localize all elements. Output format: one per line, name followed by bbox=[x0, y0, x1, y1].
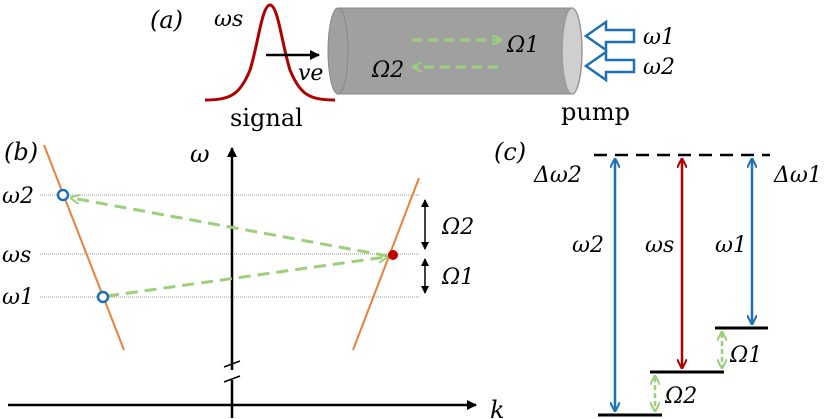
pump-cylinder-face bbox=[561, 7, 583, 95]
signal-velocity-label: ve bbox=[298, 61, 323, 86]
pump-omega1-arrow bbox=[583, 19, 636, 53]
axis-break-mark-lower bbox=[223, 375, 241, 383]
panel-b-label: (b) bbox=[4, 138, 38, 166]
delta-omega1-label: Δω1 bbox=[773, 163, 822, 188]
signal-frequency-label: ωs bbox=[214, 7, 243, 32]
transition-arrow-to-omega2 bbox=[72, 198, 389, 258]
panel-b: (b) k ω ω2 ωs ω1 Ω2 Ω1 bbox=[2, 138, 505, 419]
c-Omega1-label: Ω1 bbox=[729, 343, 762, 368]
pump-Omega1-label: Ω1 bbox=[506, 33, 539, 58]
c-Omega2-label: Ω2 bbox=[664, 384, 697, 409]
c-omega1-label: ω1 bbox=[715, 233, 747, 258]
axis-break-mark-upper bbox=[223, 360, 241, 368]
panel-a: (a) ωs ve signal Ω1 Ω2 ω1 ω2 pump bbox=[150, 3, 675, 132]
panel-a-label: (a) bbox=[150, 6, 183, 34]
Omega2-span-label: Ω2 bbox=[441, 215, 474, 240]
omega1-point bbox=[96, 290, 110, 304]
pump-Omega2-label: Ω2 bbox=[371, 58, 404, 83]
panel-c-label: (c) bbox=[494, 138, 526, 166]
panel-c: (c) Δω2 Δω1 ω2 ωs ω1 Ω1 Ω2 bbox=[494, 138, 822, 417]
pump-omega2-arrow bbox=[583, 49, 636, 83]
pump-dispersion-line bbox=[43, 144, 125, 351]
pump-omega2-label: ω2 bbox=[643, 55, 675, 80]
signal-label: signal bbox=[230, 104, 303, 132]
Omega1-span-label: Ω1 bbox=[441, 265, 474, 290]
c-omega2-label: ω2 bbox=[572, 233, 604, 258]
transition-arrow-from-omega1 bbox=[106, 257, 386, 298]
omegas-point bbox=[388, 250, 398, 260]
pump-cylinder-back bbox=[327, 7, 349, 95]
omega-axis-label: ω bbox=[190, 140, 210, 168]
k-axis-label: k bbox=[490, 396, 505, 419]
omegas-label: ωs bbox=[2, 243, 31, 268]
omega2-label: ω2 bbox=[2, 184, 34, 209]
c-omegas-label: ωs bbox=[645, 233, 674, 258]
pump-label: pump bbox=[561, 98, 630, 126]
omega2-point bbox=[56, 188, 70, 202]
signal-pulse-curve bbox=[204, 3, 336, 102]
omega1-label: ω1 bbox=[2, 285, 34, 310]
signal-dispersion-line bbox=[352, 177, 420, 351]
delta-omega2-label: Δω2 bbox=[533, 163, 582, 188]
pump-omega1-label: ω1 bbox=[643, 25, 675, 50]
